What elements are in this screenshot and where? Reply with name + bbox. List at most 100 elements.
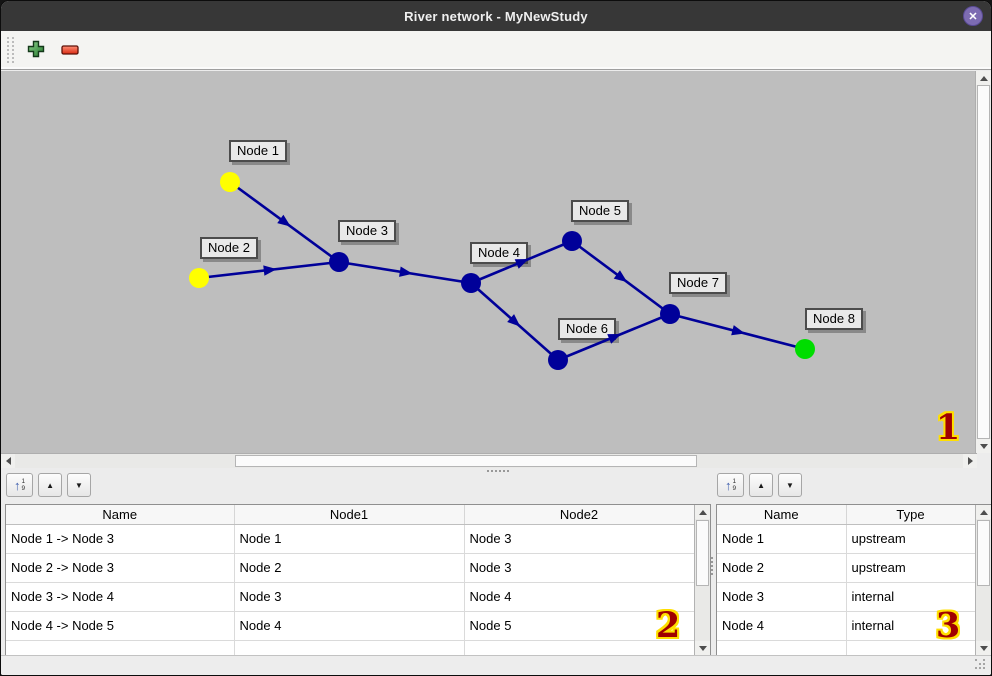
node-label-node-5: Node 5: [571, 200, 629, 222]
scroll-down-button[interactable]: [976, 641, 991, 655]
links-table-scrollbar[interactable]: [694, 505, 710, 655]
move-up-button[interactable]: ▲: [749, 473, 774, 497]
sort-icon: ↑: [725, 477, 732, 493]
scroll-down-button[interactable]: [976, 439, 991, 453]
scroll-up-button[interactable]: [695, 505, 710, 519]
move-down-button[interactable]: ▼: [67, 473, 91, 497]
table-cell[interactable]: upstream: [846, 524, 976, 554]
table-cell[interactable]: Node 1: [234, 524, 465, 554]
annotation-2: 2: [655, 604, 681, 646]
scroll-left-button[interactable]: [1, 454, 15, 468]
table-cell[interactable]: [717, 640, 847, 655]
table-cell[interactable]: Node 2: [717, 553, 847, 583]
annotation-3: 3: [935, 604, 961, 646]
network-node-2[interactable]: [189, 268, 209, 288]
table-cell[interactable]: Node 4: [717, 611, 847, 641]
table-cell[interactable]: Node 3: [464, 524, 695, 554]
scroll-up-button[interactable]: [976, 505, 991, 519]
network-node-8[interactable]: [795, 339, 815, 359]
column-header[interactable]: Node1: [234, 505, 465, 525]
table-cell[interactable]: Node 2 -> Node 3: [6, 553, 235, 583]
scroll-up-button[interactable]: [976, 71, 991, 85]
edge-arrow-icon: [731, 325, 746, 336]
resize-grip-icon[interactable]: [975, 659, 986, 670]
canvas-horizontal-scrollbar[interactable]: [1, 453, 977, 468]
node-label-node-8: Node 8: [805, 308, 863, 330]
network-node-6[interactable]: [548, 350, 568, 370]
statusbar: [1, 655, 991, 675]
node-label-node-2: Node 2: [200, 237, 258, 259]
table-cell[interactable]: Node 3: [717, 582, 847, 612]
table-cell[interactable]: Node 1 -> Node 3: [6, 524, 235, 554]
nodes-table-scrollbar[interactable]: [975, 505, 991, 655]
table-cell[interactable]: Node 4 -> Node 5: [6, 611, 235, 641]
table-cell[interactable]: Node 5: [464, 611, 695, 641]
table-cell[interactable]: internal: [846, 582, 976, 612]
canvas-vertical-scrollbar[interactable]: [975, 71, 991, 453]
network-node-4[interactable]: [461, 273, 481, 293]
close-button[interactable]: ✕: [963, 6, 983, 26]
arrow-right-icon: [967, 457, 973, 465]
triangle-up-icon: ▲: [46, 480, 55, 490]
nodes-table-toolbar: ↑ 1 9 ▲ ▼: [717, 473, 802, 497]
column-header[interactable]: Name: [717, 505, 847, 525]
sort-button[interactable]: ↑ 1 9: [6, 473, 34, 497]
table-cell[interactable]: [234, 640, 465, 655]
vertical-splitter[interactable]: [711, 557, 713, 559]
annotation-1: 1: [935, 406, 961, 448]
table-cell[interactable]: [464, 640, 695, 655]
table-cell[interactable]: upstream: [846, 553, 976, 583]
sort-digits: 1 9: [733, 478, 737, 492]
vertical-scroll-thumb[interactable]: [977, 520, 990, 586]
links-table-toolbar: ↑ 1 9 ▲ ▼: [6, 473, 91, 497]
arrow-down-icon: [979, 645, 988, 651]
network-node-1[interactable]: [220, 172, 240, 192]
table-cell[interactable]: Node 2: [234, 553, 465, 583]
arrow-up-icon: [979, 509, 988, 515]
vertical-scroll-thumb[interactable]: [696, 520, 709, 586]
table-row[interactable]: [6, 640, 695, 655]
table-cell[interactable]: [846, 640, 976, 655]
table-cell[interactable]: Node 3: [234, 582, 465, 612]
remove-node-button[interactable]: [56, 36, 84, 64]
scroll-right-button[interactable]: [963, 454, 977, 468]
move-down-button[interactable]: ▼: [778, 473, 802, 497]
table-cell[interactable]: Node 4: [464, 582, 695, 612]
table-cell[interactable]: [6, 640, 235, 655]
arrow-up-icon: [698, 509, 707, 515]
scroll-down-button[interactable]: [695, 641, 710, 655]
table-cell[interactable]: Node 1: [717, 524, 847, 554]
network-node-3[interactable]: [329, 252, 349, 272]
column-header[interactable]: Type: [846, 505, 976, 525]
network-node-7[interactable]: [660, 304, 680, 324]
table-cell[interactable]: Node 3 -> Node 4: [6, 582, 235, 612]
node-label-node-7: Node 7: [669, 272, 727, 294]
add-node-button[interactable]: [22, 36, 50, 64]
sort-icon: ↑: [14, 477, 21, 493]
arrow-down-icon: [979, 443, 988, 449]
toolbar-drag-handle[interactable]: [7, 37, 14, 63]
horizontal-splitter[interactable]: [1, 468, 991, 474]
column-header[interactable]: Node2: [464, 505, 695, 525]
table-cell[interactable]: internal: [846, 611, 976, 641]
horizontal-scroll-thumb[interactable]: [235, 455, 697, 467]
network-node-5[interactable]: [562, 231, 582, 251]
vertical-scroll-thumb[interactable]: [977, 85, 990, 439]
column-header[interactable]: Name: [6, 505, 235, 525]
table-row[interactable]: [717, 640, 976, 655]
move-up-button[interactable]: ▲: [38, 473, 63, 497]
sort-button[interactable]: ↑ 1 9: [717, 473, 745, 497]
table-cell[interactable]: Node 4: [234, 611, 465, 641]
table-cell[interactable]: Node 3: [464, 553, 695, 583]
edge-arrow-icon: [263, 265, 277, 276]
